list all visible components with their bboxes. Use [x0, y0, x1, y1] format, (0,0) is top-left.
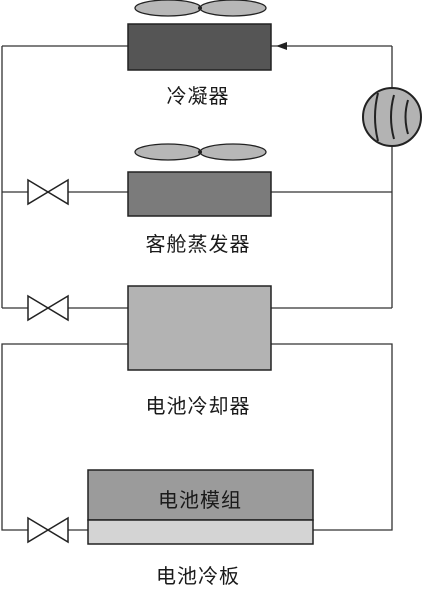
evaporator-expansion-valve-icon — [27, 178, 69, 206]
condenser-fan-icon — [134, 0, 267, 17]
compressor-vane-left — [374, 92, 379, 142]
chiller-expansion-valve-icon — [27, 294, 69, 322]
fan-blade-left — [134, 143, 202, 161]
battery-module-label: 电池模组 — [158, 488, 242, 512]
coolant-loop-left — [1, 343, 128, 531]
cabin-evaporator-label: 客舱蒸发器 — [145, 232, 251, 256]
fan-hub — [198, 6, 202, 10]
coolant-loop-right — [271, 343, 393, 531]
evaporator-fan-icon — [134, 143, 267, 161]
compressor-vane-right — [404, 99, 409, 135]
condenser-label: 冷凝器 — [166, 84, 230, 108]
battery-cold-plate-label: 电池冷板 — [156, 564, 240, 588]
flow-arrow-icon — [276, 42, 287, 50]
fan-blade-left — [134, 0, 202, 17]
battery-chiller-label: 电池冷却器 — [145, 394, 251, 418]
compressor-vane-mid — [390, 94, 395, 140]
fan-blade-right — [199, 143, 267, 161]
coolant-valve-icon — [27, 516, 69, 544]
fan-hub — [198, 150, 202, 154]
battery-chiller-unit — [127, 285, 272, 371]
battery-cold-plate-unit — [87, 519, 314, 545]
condenser-unit — [127, 23, 272, 71]
cabin-evaporator-unit — [127, 171, 272, 217]
pipework — [1, 45, 393, 531]
compressor-icon — [362, 87, 422, 147]
fan-blade-right — [199, 0, 267, 17]
